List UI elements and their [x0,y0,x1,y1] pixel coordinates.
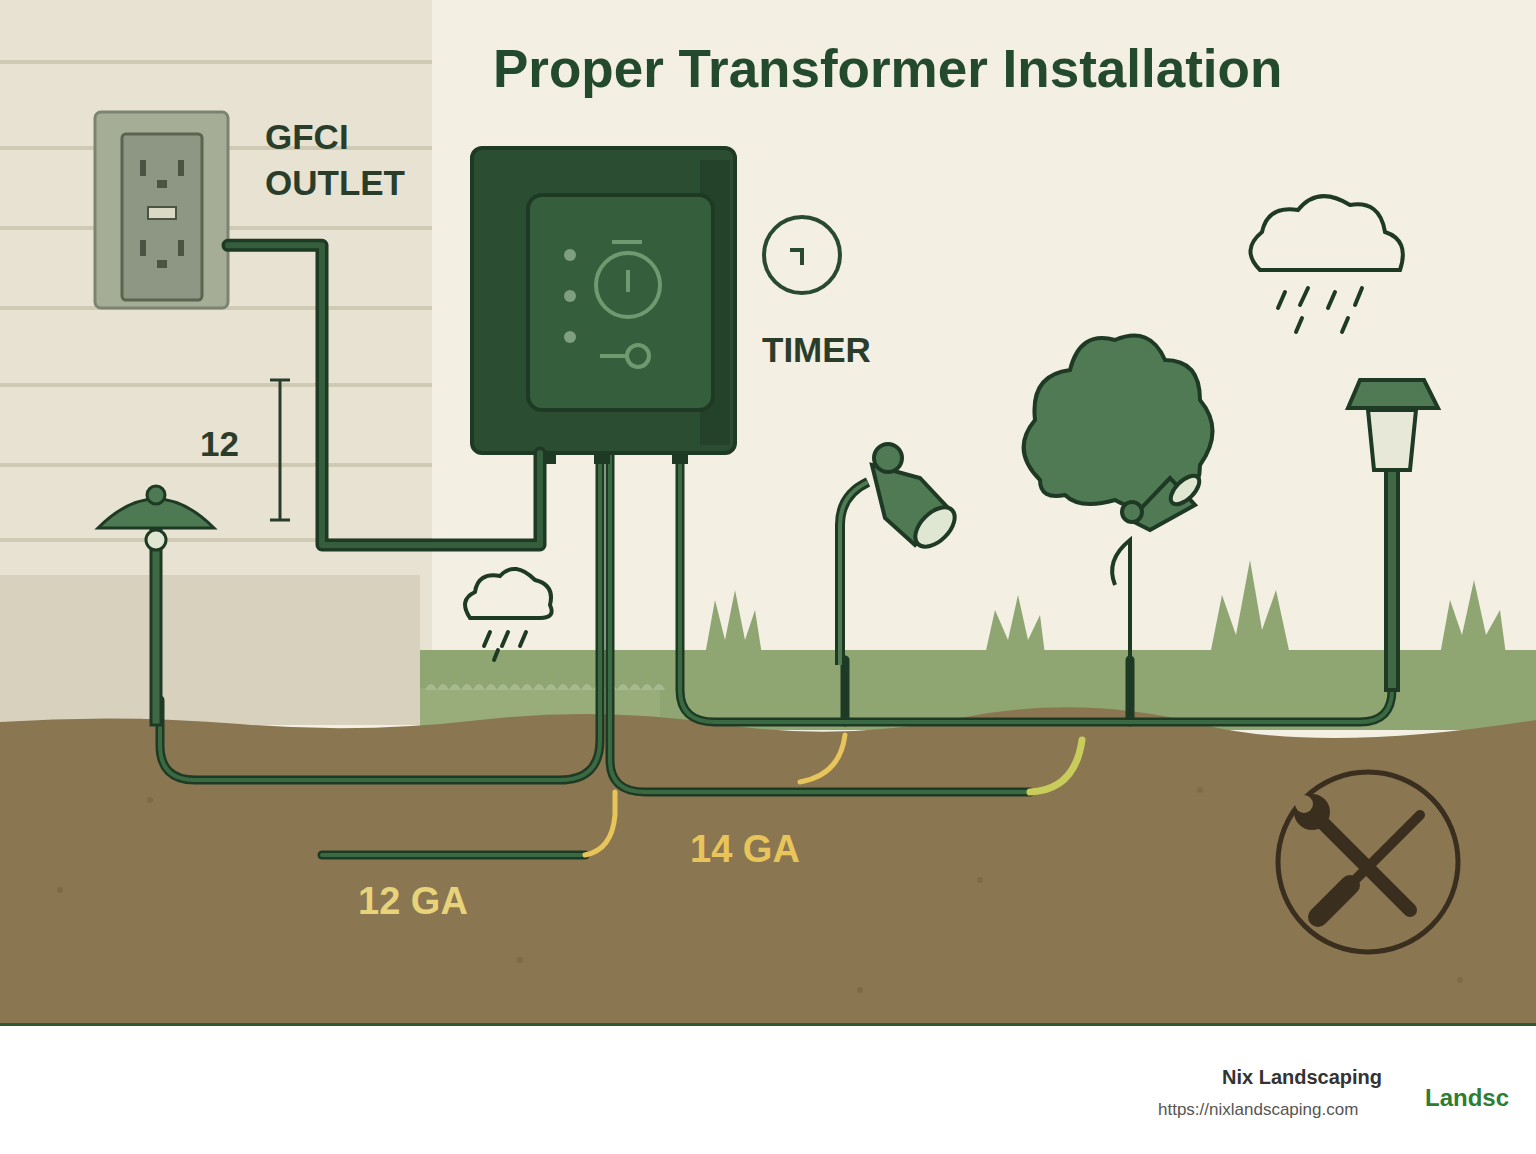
footer-brand: Nix Landscaping [1222,1066,1382,1089]
node-label: TIMER [762,330,871,370]
dimension-label: 12 [200,424,239,464]
diagram-title: Proper Transformer Installation [493,38,1282,99]
power-cord [228,245,540,545]
cord-stroke [228,245,540,545]
wire-gauge-label: 12 GA [358,880,468,923]
transformer-box: TIMER [472,148,735,453]
footer-logo: Landsc [1425,1084,1509,1112]
wire-gauge-label: 14 GA [690,828,800,871]
gfci-outlet: GFCI OUTLET [95,112,228,308]
node-label: GFCI OUTLET [265,114,430,205]
footer-url: https://nixlandscaping.com [1158,1100,1358,1120]
cord-stroke [228,245,540,545]
